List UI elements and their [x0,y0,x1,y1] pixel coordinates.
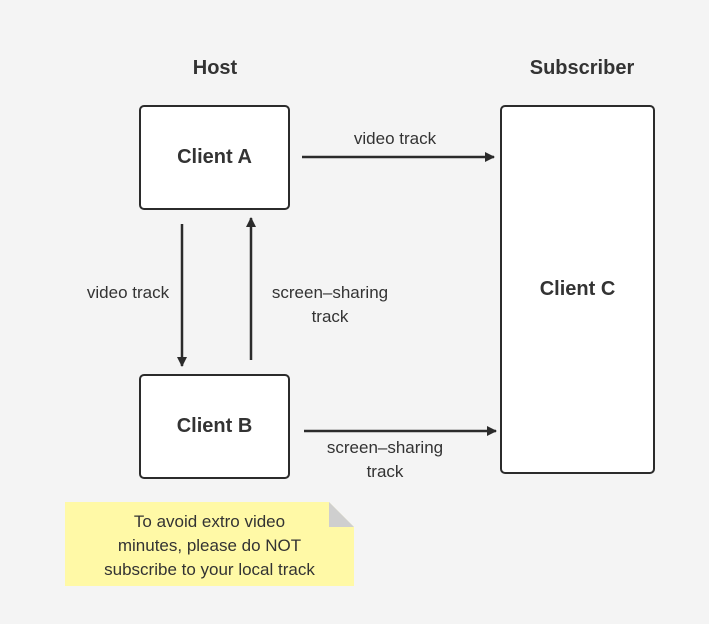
host-heading: Host [192,57,238,79]
client-c-node: Client C [500,105,655,474]
sticky-note-text: To avoid extro video minutes, please do … [65,510,354,582]
client-a-label: Client A [177,146,252,168]
edge-label-b-to-a-line2: track [311,307,349,326]
client-b-node: Client B [139,374,290,479]
sticky-note [65,502,354,586]
edge-label-a-to-b: video track [86,283,170,302]
client-b-label: Client B [176,415,253,437]
edge-label-b-to-c: screen–sharing track [305,436,465,484]
note-line-3: subscribe to your local track [104,560,315,579]
client-c-label: Client C [539,278,616,300]
edge-label-b-to-c-line2: track [366,462,404,481]
client-a-node: Client A [139,105,290,210]
note-line-1: To avoid extro video [133,512,286,531]
edge-label-b-to-a: screen–sharing track [250,281,410,329]
subscriber-heading: Subscriber [529,57,635,79]
note-line-2: minutes, please do NOT [117,536,302,555]
edge-label-a-to-c: video track [353,129,437,148]
edge-label-b-to-a-line1: screen–sharing [271,283,389,302]
edge-label-b-to-c-line1: screen–sharing [326,438,444,457]
